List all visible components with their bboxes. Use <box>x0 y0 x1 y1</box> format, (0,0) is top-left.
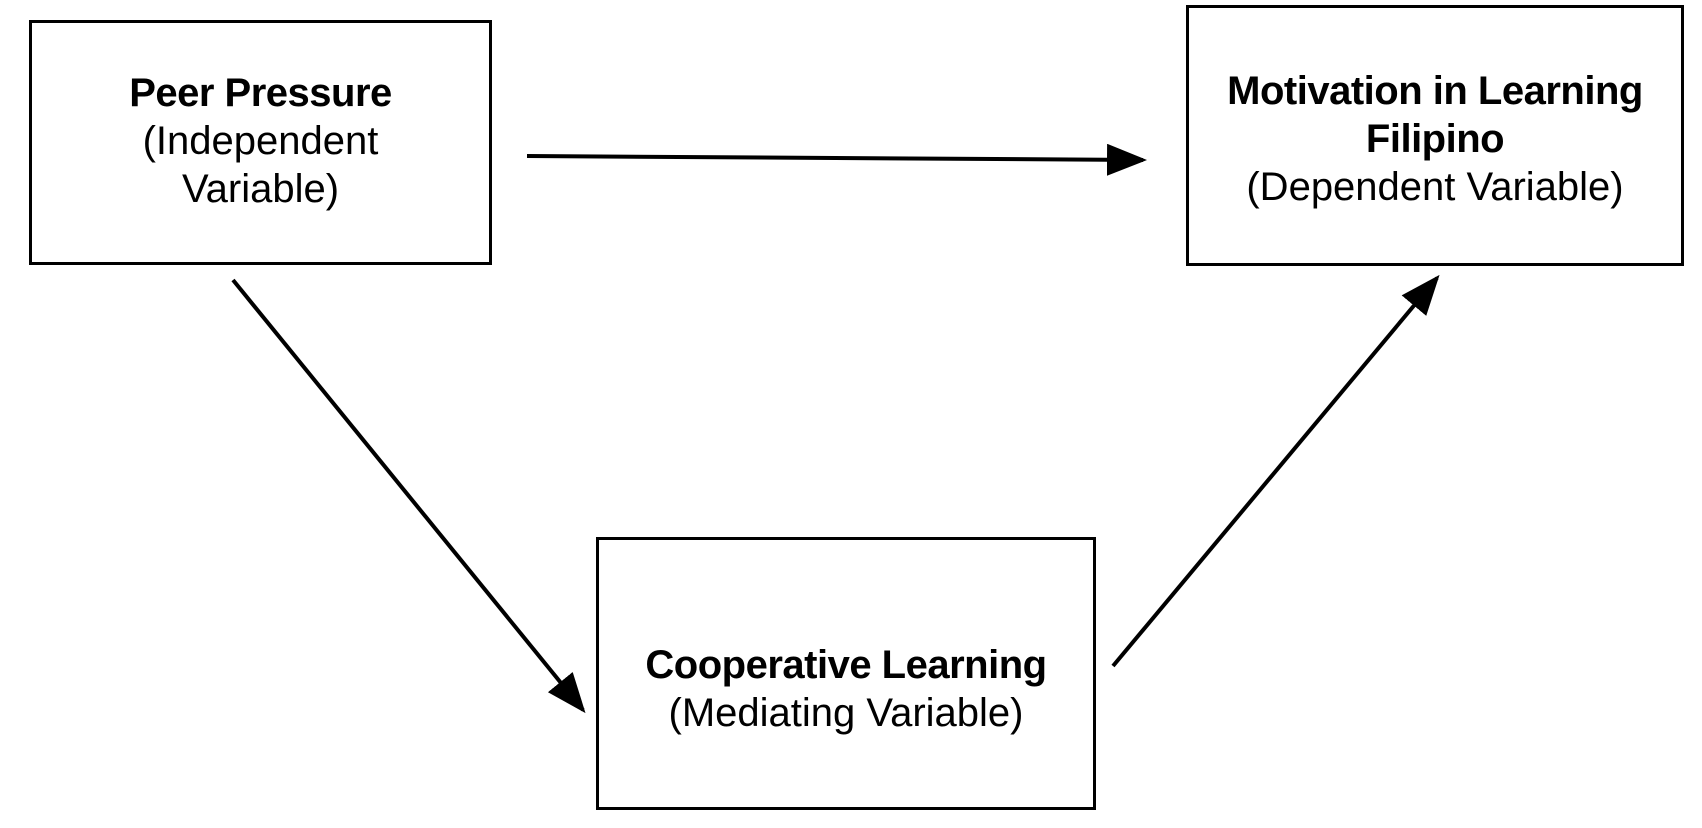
mediating-variable-subtitle: (Mediating Variable) <box>668 690 1024 735</box>
independent-variable-box: Peer Pressure (Independent Variable) <box>29 20 492 265</box>
independent-variable-subtitle-line1: (Independent <box>142 118 379 163</box>
mediating-variable-title: Cooperative Learning <box>645 642 1047 687</box>
arrow-mediating-to-dependent <box>1111 274 1440 668</box>
arrow-independent-to-mediating <box>231 278 586 714</box>
dependent-variable-box: Motivation in Learning Filipino (Depende… <box>1186 5 1684 266</box>
independent-variable-subtitle-line2: Variable) <box>181 166 340 211</box>
arrow-independent-to-dependent <box>526 143 1147 176</box>
dependent-variable-title-line2: Filipino <box>1365 117 1505 161</box>
dependent-variable-subtitle: (Dependent Variable) <box>1246 165 1624 209</box>
mediating-variable-box: Cooperative Learning (Mediating Variable… <box>596 537 1096 810</box>
independent-variable-title: Peer Pressure <box>129 70 392 115</box>
dependent-variable-title-line1: Motivation in Learning <box>1227 69 1643 113</box>
